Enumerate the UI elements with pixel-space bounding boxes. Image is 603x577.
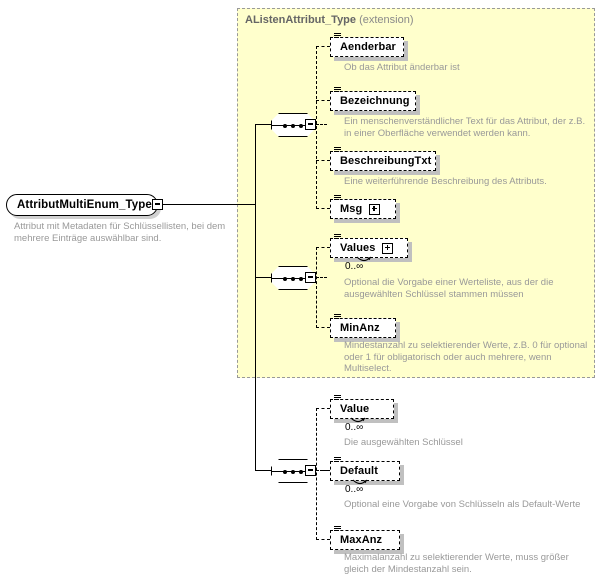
connector-seq1-branch [316,124,327,125]
connector-to-bezeichnung [316,100,330,101]
sequence-3-collapse-toggle-icon[interactable] [305,465,316,476]
element-values-expand-toggle-icon[interactable] [382,242,394,254]
element-maxanz[interactable]: MaxAnz [330,530,400,550]
element-beschreibungtxt[interactable]: BeschreibungTxt [330,151,436,171]
element-icon-bezeichnung [334,87,341,93]
element-minanz[interactable]: MinAnz [330,318,396,338]
connector-to-sequence-1 [255,124,272,126]
element-icon-values [334,234,341,240]
element-aenderbar-description: Ob das Attribut änderbar ist [344,62,460,73]
connector-to-minanz [316,327,330,328]
default-repeat-arrow-icon [352,479,368,485]
extension-group-panel [237,8,595,378]
element-icon-beschreibungtxt [334,147,341,153]
root-type-node[interactable]: AttributMultiEnum_Type [6,194,158,216]
extension-group-type-name: AListenAttribut_Type [245,14,357,26]
sequence-1-collapse-toggle-icon[interactable] [305,119,316,130]
element-default[interactable]: Default [330,461,400,481]
element-values[interactable]: Values [330,238,408,258]
connector-to-aenderbar [316,46,330,47]
connector-to-values [316,247,330,248]
element-default-description: Optional eine Vorgabe von Schlüsseln als… [344,499,581,510]
connector-branch-group-1 [316,46,317,209]
connector-to-beschreibungtxt [316,160,330,161]
element-values-cardinality: 0..∞ [345,261,364,272]
connector-to-sequence-3 [255,470,272,472]
element-msg[interactable]: Msg [330,199,396,219]
element-icon-value [334,395,341,401]
element-icon-msg [334,195,341,201]
connector-spine-vertical [255,204,257,470]
element-icon-minanz [334,314,341,320]
element-msg-expand-toggle-icon[interactable] [369,203,381,215]
connector-branch-group-2 [316,247,317,328]
extension-group-kind: (extension) [359,14,414,26]
element-bezeichnung-label: Bezeichnung [340,95,410,107]
element-msg-label: Msg [340,203,363,215]
element-minanz-description: Mindestanzahl zu selektierender Werte, z… [344,340,588,374]
element-bezeichnung-description: Ein menschenverständlicher Text für das … [344,116,586,139]
root-collapse-toggle-icon[interactable] [152,199,163,210]
extension-group-title: AListenAttribut_Type (extension) [245,14,414,26]
connector-to-value [316,408,330,409]
connector-spine-upper [255,124,257,206]
element-value-label: Value [340,403,370,415]
connector-to-msg [316,208,330,209]
element-bezeichnung[interactable]: Bezeichnung [330,91,416,111]
element-icon-aenderbar [334,33,341,39]
connector-to-maxanz [316,539,330,540]
connector-root-main [163,204,256,206]
element-values-description: Optional die Vorgabe einer Werteliste, a… [344,277,554,300]
element-value-cardinality: 0..∞ [345,422,364,433]
root-type-description: Attribut mit Metadaten für Schlüssellist… [14,221,226,244]
element-minanz-label: MinAnz [340,322,380,334]
element-values-label: Values [340,242,376,254]
element-maxanz-label: MaxAnz [340,534,383,546]
connector-to-sequence-2 [255,277,272,279]
value-repeat-arrow-icon [350,417,366,423]
element-beschreibungtxt-label: BeschreibungTxt [340,155,432,167]
element-aenderbar-label: Aenderbar [340,41,396,53]
element-icon-default [334,457,341,463]
root-type-label: AttributMultiEnum_Type [17,199,152,211]
sequence-2-collapse-toggle-icon[interactable] [305,272,316,283]
connector-branch-group-3 [316,408,317,540]
element-default-cardinality: 0..∞ [345,484,364,495]
element-value-description: Die ausgewählten Schlüssel [344,437,463,448]
element-value[interactable]: Value [330,399,394,419]
element-maxanz-description: Maximalanzahl zu selektierender Werte, m… [344,552,569,575]
element-beschreibungtxt-description: Eine weiterführende Beschreibung des Att… [344,176,547,187]
values-repeat-arrow-icon [356,256,372,262]
connector-seq2-branch [316,277,327,278]
element-aenderbar[interactable]: Aenderbar [330,37,404,57]
element-icon-maxanz [334,526,341,532]
connector-to-default [316,470,330,471]
element-default-label: Default [340,465,378,477]
